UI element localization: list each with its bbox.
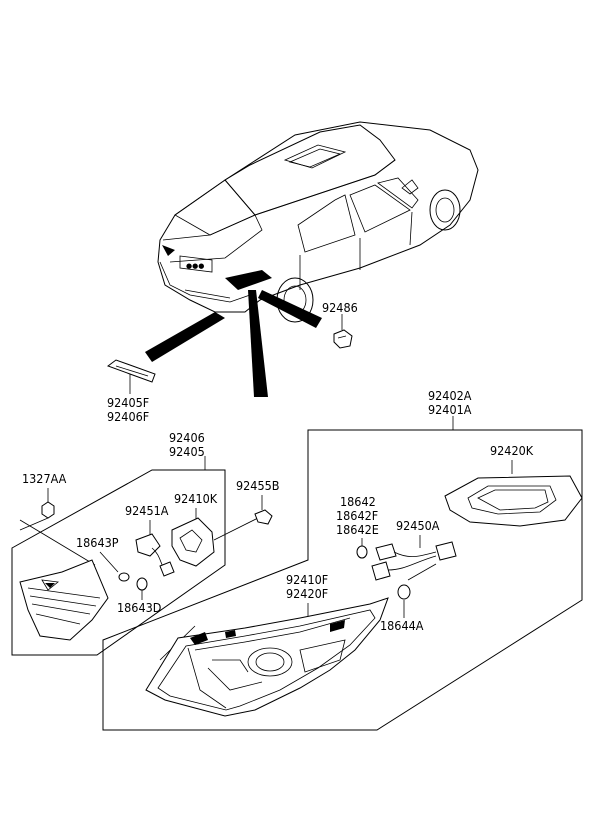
leader-wedge-reflector (145, 312, 225, 362)
label-92401A: 92401A (428, 402, 472, 417)
rear-reflector: 92405F 92406F (106, 359, 156, 424)
label-92406: 92406 (169, 430, 205, 445)
inner-lamp-group: 92406 92405 1327AA 92451A 92410K 92455B (11, 430, 279, 656)
label-92410K: 92410K (174, 491, 218, 506)
label-92450A: 92450A (396, 518, 440, 533)
label-18644A: 18644A (380, 618, 424, 633)
label-92455B: 92455B (236, 478, 279, 493)
label-92451A: 92451A (125, 503, 169, 518)
label-18643D: 18643D (117, 600, 161, 615)
leader-wedge-taillight (248, 290, 268, 397)
label-92486: 92486 (322, 300, 358, 315)
label-1327AA: 1327AA (22, 471, 67, 486)
label-92406F: 92406F (107, 409, 149, 424)
label-18642: 18642 (340, 494, 376, 509)
car-illustration: ●●● (157, 121, 479, 323)
label-18642E: 18642E (336, 522, 379, 537)
leader-wedge-bolt (258, 290, 322, 328)
label-92420K: 92420K (490, 443, 534, 458)
label-92420F: 92420F (286, 586, 328, 601)
label-18643P: 18643P (76, 535, 119, 550)
label-92402A: 92402A (428, 388, 472, 403)
outer-lamp-group: 92402A 92401A 92420K 18642 18642F 18642E… (102, 388, 583, 731)
label-92410F: 92410F (286, 572, 328, 587)
svg-text:●●●: ●●● (186, 262, 204, 270)
part-92486: 92486 (322, 300, 358, 349)
label-92405F: 92405F (107, 395, 149, 410)
label-92405: 92405 (169, 444, 205, 459)
label-18642F: 18642F (336, 508, 378, 523)
